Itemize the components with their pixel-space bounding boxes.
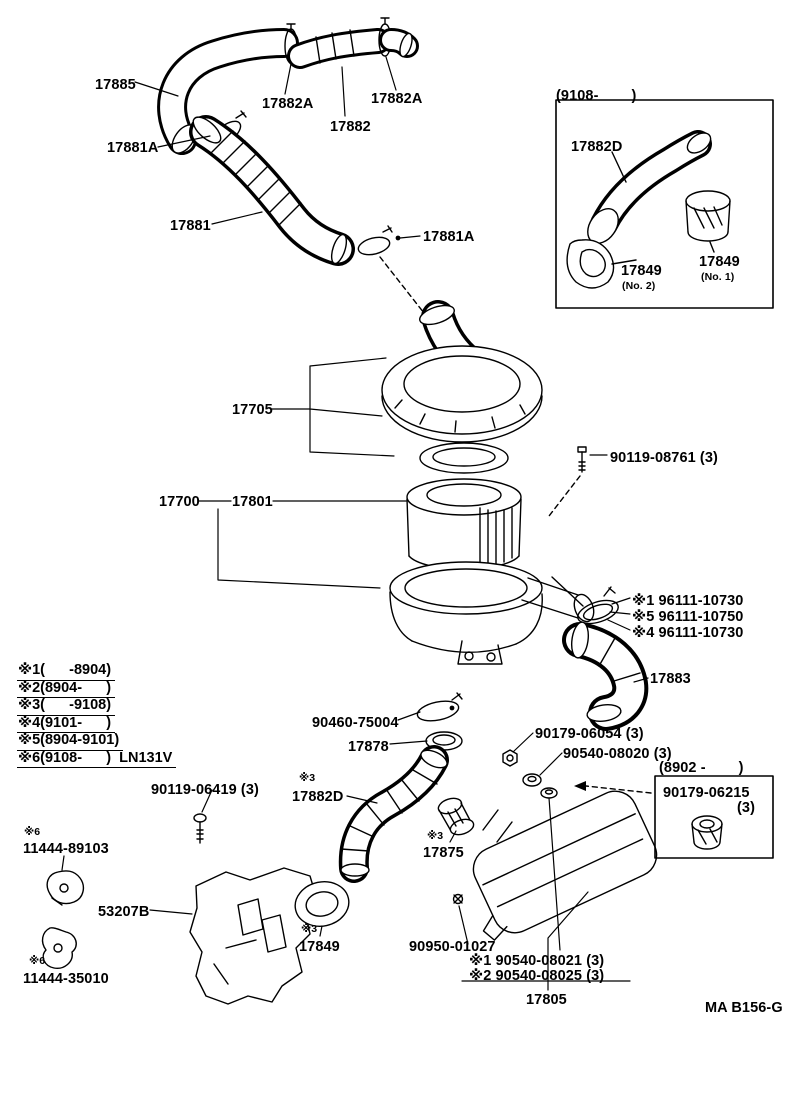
label-17881a-right: 17881A: [423, 229, 475, 245]
nut-90179-06054-drawing: [502, 749, 518, 767]
hose-17885-drawing: [157, 28, 299, 155]
bolt-90119-06419-drawing: [193, 813, 207, 844]
label-17705: 17705: [232, 402, 273, 418]
label-96111-10750: ※5 96111-10750: [632, 609, 744, 625]
label-17849-no2-sub: (No. 2): [622, 280, 656, 292]
label-90119-06419: 90119-06419 (3): [151, 782, 259, 798]
leader-lines: [61, 56, 649, 991]
label-90540-08025: ※2 90540-08025 (3): [469, 968, 605, 984]
label-90179-06215: 90179-06215: [663, 785, 750, 801]
label-17849-no1-sub: (No. 1): [701, 271, 735, 283]
label-90119-08761: 90119-08761 (3): [610, 450, 718, 466]
shield-53207b-drawing: [189, 867, 317, 1005]
applicability-note: ※3( -9108): [17, 697, 116, 716]
label-17881a-top: 17881A: [107, 140, 159, 156]
drawing-code: MA B156-G: [705, 1000, 783, 1016]
mark-6-bottom: ※6: [29, 955, 46, 967]
label-17882a-right: 17882A: [371, 91, 423, 107]
label-90540-08020: 90540-08020 (3): [563, 746, 672, 762]
applicability-note: ※4(9101- ): [17, 715, 116, 733]
clamp-17882a-right-drawing: [378, 17, 419, 58]
label-17805: 17805: [526, 992, 567, 1008]
label-17885: 17885: [95, 77, 136, 93]
filter-element-drawing: [406, 478, 522, 570]
applicability-note: ※5(8904-9101): [17, 732, 124, 751]
label-17875: 17875: [423, 845, 464, 861]
label-96111-10730-b: ※4 96111-10730: [632, 625, 744, 641]
label-17881: 17881: [170, 218, 211, 234]
hose-17882d-drawing: [338, 745, 449, 883]
label-53207b: 53207B: [98, 904, 150, 920]
notes-list: ※1( -8904)※2(8904- )※3( -9108)※4(9101- )…: [17, 662, 177, 768]
label-90179-06215-qty: (3): [737, 800, 756, 816]
label-90950-01027: 90950-01027: [409, 939, 496, 955]
label-11444-89103: 11444-89103: [23, 841, 109, 857]
mark-3-17849: ※3: [301, 923, 318, 935]
label-17882d: 17882D: [292, 789, 344, 805]
grommet-17849-bottom-drawing: [294, 881, 350, 927]
bracket-11444-35010-drawing: [41, 927, 77, 969]
label-17849-no1: 17849: [699, 254, 740, 270]
label-90540-08021: ※1 90540-08021 (3): [469, 953, 605, 969]
inset-bottom-box: [574, 775, 774, 859]
label-90460-75004: 90460-75004: [312, 715, 399, 731]
resonator-17805-drawing: [472, 790, 658, 941]
applicability-note: ※1( -8904): [17, 662, 116, 681]
label-17882: 17882: [330, 119, 371, 135]
inset-top-box: [555, 99, 774, 309]
inset-bottom-header: (8902 - ): [659, 760, 744, 776]
label-17801: 17801: [232, 494, 273, 510]
housing-drawing: [389, 561, 595, 665]
mark-6-top: ※6: [24, 826, 41, 838]
label-17700: 17700: [159, 494, 200, 510]
mark-3-17875: ※3: [427, 830, 444, 842]
dashed-link-snorkel: [379, 256, 425, 314]
label-90179-06054: 90179-06054 (3): [535, 726, 644, 742]
label-96111-10730-a: ※1 96111-10730: [632, 593, 744, 609]
label-17849-no2: 17849: [621, 263, 662, 279]
bolt-90950-drawing: [452, 893, 464, 905]
label-11444-35010: 11444-35010: [23, 971, 109, 987]
clamp-96111-drawing: [551, 576, 619, 625]
clamp-90460-drawing: [416, 692, 463, 722]
cap-seal-ring-drawing: [419, 442, 509, 474]
clamp-17881a-right-drawing: [357, 225, 401, 256]
hose-17882-drawing: [287, 28, 391, 69]
label-17849-bottom: 17849: [299, 939, 340, 955]
hose-17881-drawing: [189, 115, 355, 266]
inset-top-header: (9108- ): [556, 88, 637, 104]
mark-3-17882d: ※3: [299, 772, 316, 784]
bolt-90119-08761-drawing: [548, 446, 587, 517]
air-cleaner-cap-drawing: [381, 345, 543, 443]
applicability-note: ※2(8904- ): [17, 680, 116, 698]
bracket-11444-89103-drawing: [46, 870, 85, 906]
label-17882a-left: 17882A: [262, 96, 314, 112]
applicability-note: ※6(9108- ) LN131V: [17, 750, 177, 768]
label-17883: 17883: [650, 671, 691, 687]
label-17878: 17878: [348, 739, 389, 755]
washer-90540-08020-drawing: [522, 773, 558, 799]
label-17882d-inset: 17882D: [571, 139, 623, 155]
elbow-17883-drawing: [562, 621, 649, 731]
